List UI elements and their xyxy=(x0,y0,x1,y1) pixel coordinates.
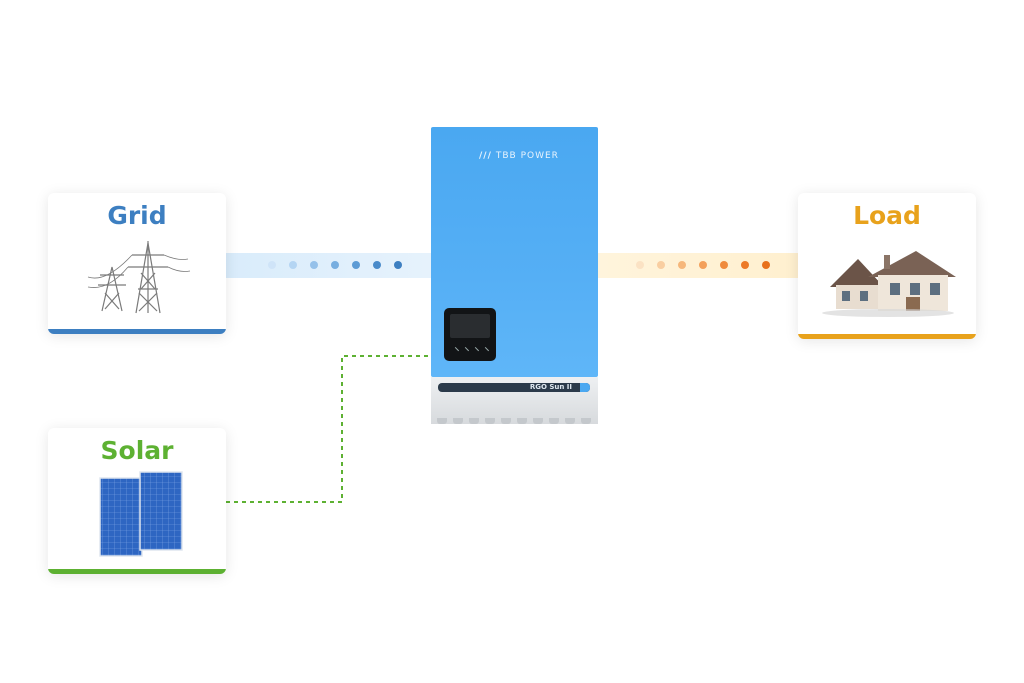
grid-title: Grid xyxy=(107,201,167,230)
grid-card: Grid xyxy=(48,193,226,334)
load-title: Load xyxy=(853,201,921,230)
vent xyxy=(549,418,559,424)
power-tower-icon xyxy=(87,241,191,314)
vent xyxy=(501,418,511,424)
vent xyxy=(469,418,479,424)
flow-dot xyxy=(762,261,770,269)
solar-title: Solar xyxy=(100,436,174,465)
flow-dot xyxy=(352,261,360,269)
flow-dot xyxy=(268,261,276,269)
inverter-unit: ///TBB POWER RGO Sun II xyxy=(431,127,598,424)
vent xyxy=(565,418,575,424)
load-flow-connector xyxy=(598,253,798,278)
house-icon xyxy=(822,251,956,317)
flow-dot xyxy=(373,261,381,269)
flow-dot xyxy=(289,261,297,269)
load-card: Load xyxy=(798,193,976,339)
flow-dot xyxy=(657,261,665,269)
control-button xyxy=(471,346,480,355)
flow-dot xyxy=(394,261,402,269)
flow-dot xyxy=(636,261,644,269)
vent xyxy=(533,418,543,424)
brand-name: TBB POWER xyxy=(495,151,559,161)
solar-accent-bar xyxy=(48,569,226,574)
flow-dot xyxy=(720,261,728,269)
vent xyxy=(485,418,495,424)
vent xyxy=(453,418,463,424)
flow-dot xyxy=(699,261,707,269)
flow-dot xyxy=(331,261,339,269)
model-strip: RGO Sun II xyxy=(438,383,590,392)
vent xyxy=(581,418,591,424)
control-button xyxy=(481,346,490,355)
control-button xyxy=(461,346,470,355)
vent xyxy=(437,418,447,424)
inverter-display xyxy=(444,308,496,361)
vent xyxy=(517,418,527,424)
flow-dot xyxy=(310,261,318,269)
lcd-screen xyxy=(450,314,490,338)
flow-dot xyxy=(678,261,686,269)
grid-accent-bar xyxy=(48,329,226,334)
brand-logo-icon: /// xyxy=(479,151,492,161)
flow-dot xyxy=(741,261,749,269)
solar-card: Solar xyxy=(48,428,226,574)
inverter-brand: ///TBB POWER xyxy=(479,151,559,161)
model-label: RGO Sun II xyxy=(529,383,572,391)
model-strip-accent xyxy=(580,383,590,392)
load-accent-bar xyxy=(798,334,976,339)
control-button xyxy=(451,346,460,355)
grid-flow-connector xyxy=(226,253,431,278)
solar-panel-icon xyxy=(99,471,183,557)
